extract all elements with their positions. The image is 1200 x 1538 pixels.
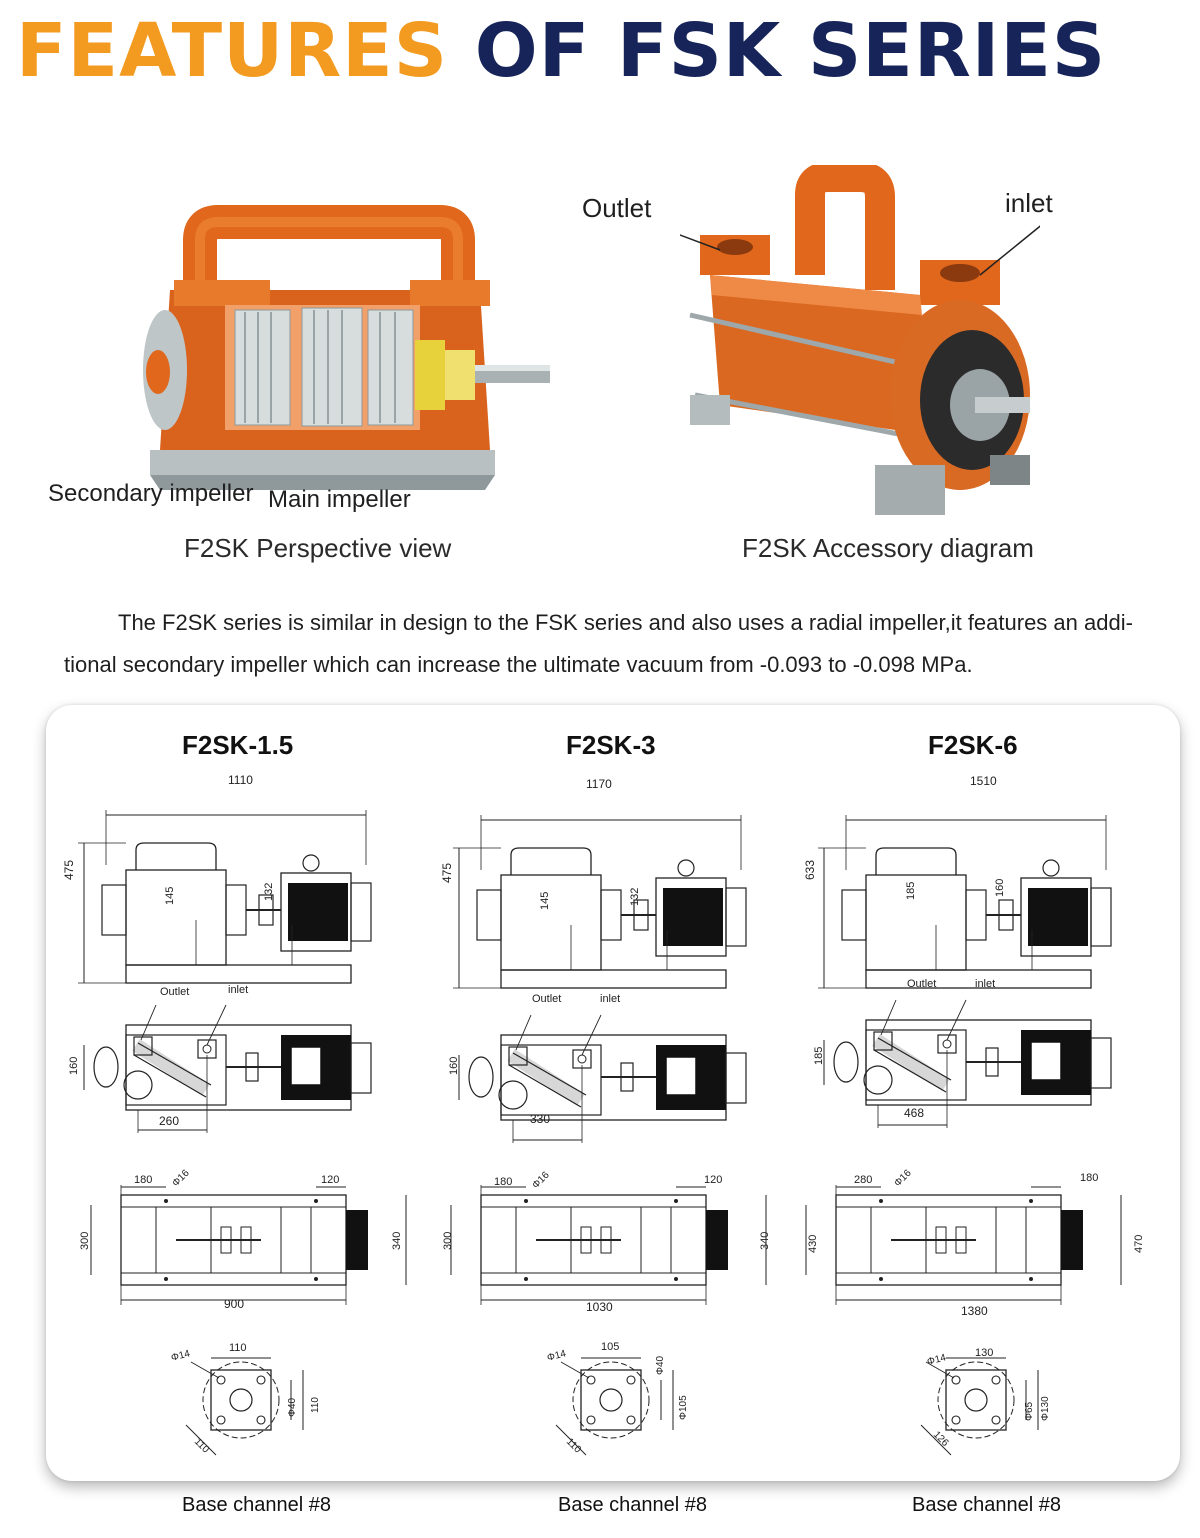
top-view-1	[84, 1005, 371, 1133]
dim-a-3: 185	[905, 882, 917, 900]
flange-hole-2: Φ14	[546, 1348, 568, 1364]
model-title-2: F2SK-3	[566, 730, 656, 760]
side-view-2	[452, 814, 747, 989]
flange-hole-3: Φ14	[926, 1352, 948, 1368]
model-title-3: F2SK-6	[928, 730, 1018, 760]
port-spacing-1: 260	[159, 1114, 179, 1128]
base-length-3: 1380	[961, 1304, 988, 1318]
base-view-2	[450, 1184, 767, 1306]
outlet-label-1: Outlet	[160, 986, 189, 998]
base-left-2: 180	[494, 1176, 512, 1188]
base-width-2: 300	[442, 1232, 454, 1250]
description-paragraph: The F2SK series is similar in design to …	[64, 602, 1144, 686]
flange-bore-3: Φ65	[1024, 1401, 1035, 1421]
perspective-view-illustration	[143, 205, 550, 490]
callout-inlet: inlet	[1005, 188, 1053, 218]
base-depth-1: 340	[391, 1232, 403, 1250]
inlet-label-1: inlet	[228, 984, 248, 996]
top-width-1: 160	[68, 1057, 80, 1075]
base-length-1: 900	[224, 1297, 244, 1311]
flange-top-3: 130	[975, 1347, 993, 1359]
base-left-1: 180	[134, 1174, 152, 1186]
outlet-label-2: Outlet	[532, 993, 561, 1005]
dim-a-2: 145	[539, 892, 551, 910]
port-spacing-3: 468	[904, 1106, 924, 1120]
base-depth-2: 340	[759, 1232, 771, 1250]
flange-top-1: 110	[229, 1342, 247, 1354]
dim-a-1: 145	[164, 887, 176, 905]
dim-length-2: 1170	[586, 777, 612, 791]
base-channel-caption-3: Base channel #8	[912, 1494, 1062, 1516]
flange-side-2: Φ105	[678, 1395, 689, 1420]
title-features: FEATURES	[16, 8, 449, 94]
title-series: OF FSK SERIES	[474, 8, 1107, 94]
top-view-2	[459, 1015, 746, 1143]
base-length-2: 1030	[586, 1300, 613, 1314]
flange-side-1: 110	[310, 1397, 321, 1413]
base-hole-2: Φ16	[530, 1170, 552, 1192]
page-title: FEATURES OF FSK SERIES	[16, 6, 1106, 96]
inlet-label-3: inlet	[975, 978, 995, 990]
dim-height-3: 633	[803, 860, 817, 880]
base-view-1	[90, 1184, 407, 1306]
base-right-1: 120	[321, 1174, 339, 1186]
flange-diag-1: 110	[192, 1436, 211, 1455]
base-depth-3: 470	[1133, 1235, 1145, 1253]
outlet-label-3: Outlet	[907, 978, 936, 990]
base-right-2: 120	[704, 1174, 722, 1186]
dim-height-1: 475	[62, 860, 76, 880]
base-channel-caption-1: Base channel #8	[182, 1494, 332, 1516]
flange-diag-2: 110	[564, 1436, 583, 1455]
flange-diag-3: 126	[931, 1429, 951, 1449]
base-right-3: 180	[1080, 1172, 1098, 1184]
flange-top-2: 105	[601, 1341, 619, 1353]
accessory-diagram-illustration	[680, 165, 1040, 515]
base-hole-1: Φ16	[170, 1168, 192, 1190]
base-width-1: 300	[79, 1232, 91, 1250]
side-view-3	[817, 814, 1112, 989]
caption-accessory-diagram: F2SK Accessory diagram	[742, 533, 1034, 563]
dim-b-1: 132	[263, 883, 275, 901]
callout-outlet: Outlet	[582, 193, 652, 223]
top-width-2: 160	[448, 1057, 460, 1075]
flange-bore-1: Φ40	[287, 1397, 298, 1417]
flange-side-3: Φ130	[1040, 1396, 1051, 1421]
base-left-3: 280	[854, 1174, 872, 1186]
flange-bore-2: Φ40	[655, 1355, 666, 1375]
base-width-3: 430	[807, 1235, 819, 1253]
model-title-1: F2SK-1.5	[182, 730, 294, 760]
caption-perspective-view: F2SK Perspective view	[184, 533, 452, 563]
port-spacing-2: 330	[530, 1112, 550, 1126]
base-view-3	[805, 1184, 1122, 1306]
dim-b-3: 160	[994, 879, 1006, 897]
side-view-1	[77, 809, 372, 984]
dim-length-3: 1510	[970, 774, 997, 788]
top-width-3: 185	[813, 1047, 825, 1065]
dimension-drawings: 1110 475 145 132 Outlet inlet 160 260 18…	[62, 773, 1145, 1456]
description-text: The F2SK series is similar in design to …	[64, 610, 1133, 677]
callout-secondary-impeller: Secondary impeller	[48, 480, 254, 507]
base-channel-caption-2: Base channel #8	[558, 1494, 708, 1516]
base-hole-3: Φ16	[892, 1168, 914, 1190]
top-view-3	[824, 1000, 1111, 1128]
dim-length-1: 1110	[228, 773, 253, 787]
flange-hole-1: Φ14	[170, 1348, 192, 1364]
inlet-label-2: inlet	[600, 993, 620, 1005]
dim-b-2: 132	[629, 888, 641, 906]
dimensions-panel	[46, 705, 1180, 1481]
dim-height-2: 475	[440, 863, 454, 883]
callout-main-impeller: Main impeller	[268, 486, 411, 513]
